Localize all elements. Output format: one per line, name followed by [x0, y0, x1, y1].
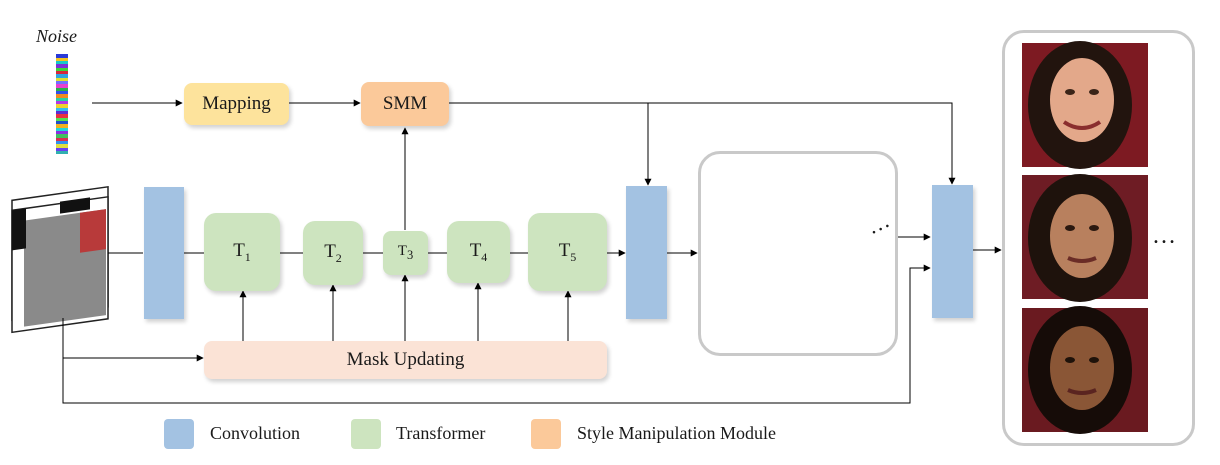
smm-label: SMM: [382, 93, 428, 114]
legend-label-transformer: Transformer: [396, 423, 486, 443]
output-face-2: [1022, 174, 1148, 302]
output-face-3: [1022, 306, 1148, 434]
noise-vector: [56, 54, 68, 154]
t2-label: T2: [324, 240, 342, 265]
mapping-label: Mapping: [202, 93, 271, 114]
transformer-t1: T1: [204, 213, 280, 291]
mask-updating-block: Mask Updating: [204, 341, 607, 379]
transformer-t5: T5: [528, 213, 607, 291]
mask-updating-label: Mask Updating: [346, 349, 465, 370]
conv-decoder: [626, 186, 667, 319]
legend-label-convolution: Convolution: [210, 423, 301, 443]
legend-swatch-style-manipulation: [531, 419, 561, 449]
output-face-1: [1022, 41, 1148, 169]
mapping-block: Mapping: [184, 83, 289, 125]
t1-label: T1: [233, 239, 251, 264]
transformer-t4: T4: [447, 221, 510, 283]
conv-encoder: [144, 187, 184, 319]
smm-block: SMM: [361, 82, 449, 126]
legend-label-style-manipulation: Style Manipulation Module: [577, 423, 776, 443]
t3-label: T3: [397, 243, 414, 262]
legend-swatch-transformer: [351, 419, 381, 449]
transformer-t3: T3: [383, 231, 428, 275]
noise-label: Noise: [36, 26, 78, 46]
t5-label: T5: [558, 239, 577, 264]
output-results-panel: [1002, 30, 1195, 446]
t4-label: T4: [469, 239, 488, 264]
intermediate-results-panel: [698, 151, 898, 356]
masked-input-image: [11, 185, 109, 334]
legend-swatch-convolution: [164, 419, 194, 449]
more-outputs-dots: …: [1152, 223, 1179, 249]
transformer-t2: T2: [303, 221, 363, 285]
conv-output: [932, 185, 973, 318]
